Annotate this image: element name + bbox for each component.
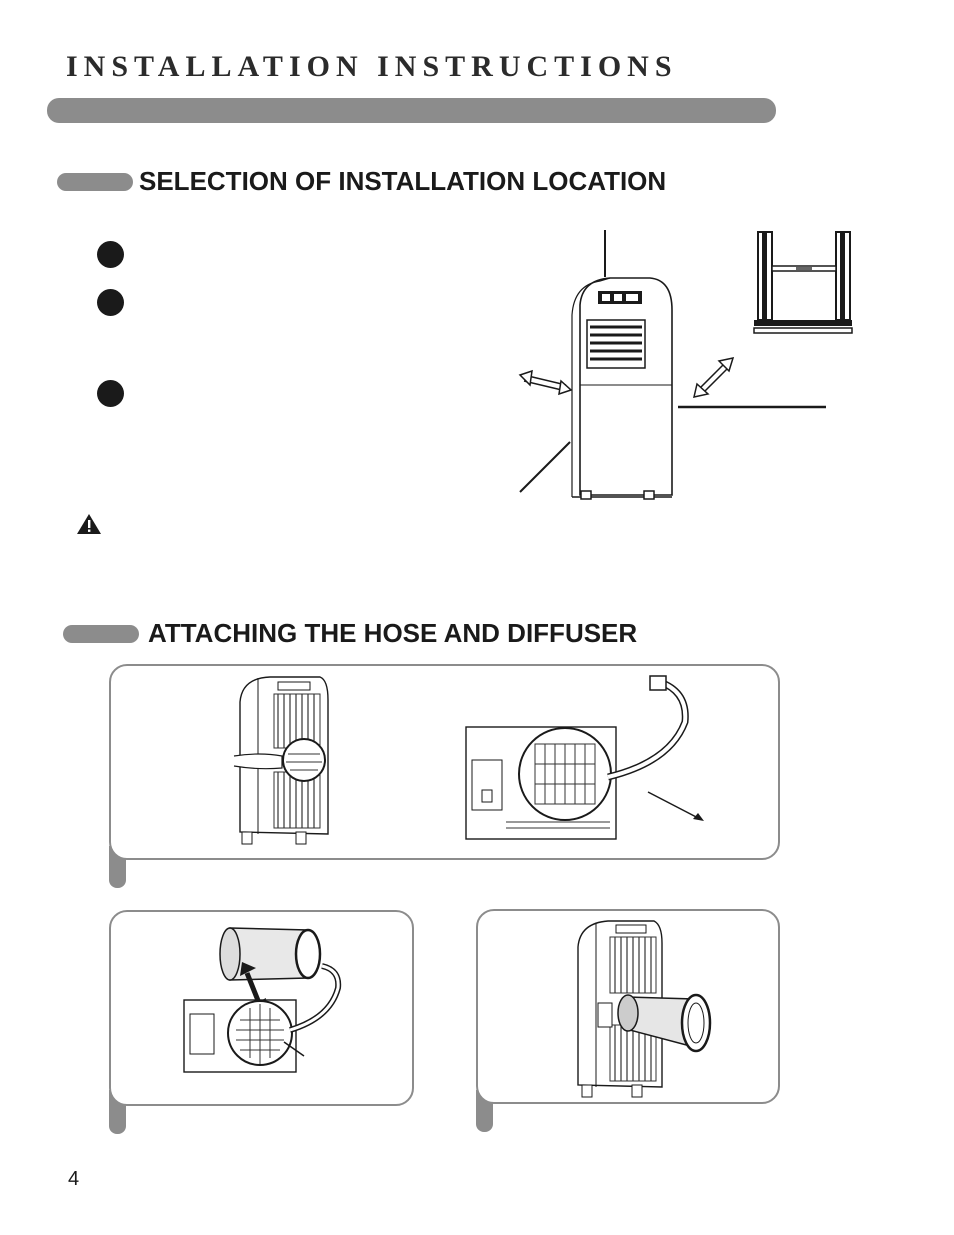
section-heading-hose: ATTACHING THE HOSE AND DIFFUSER bbox=[148, 618, 638, 648]
hose-adapter-illustration bbox=[233, 675, 704, 845]
ac-location-diagram bbox=[518, 230, 826, 500]
bullet-dot-icon bbox=[97, 380, 124, 407]
hose-insert-illustration bbox=[183, 927, 342, 1073]
window-diagram bbox=[753, 231, 853, 334]
section-pill bbox=[63, 625, 139, 643]
page-title: INSTALLATION INSTRUCTIONS bbox=[66, 50, 678, 83]
section-heading-location: SELECTION OF INSTALLATION LOCATION bbox=[139, 166, 667, 196]
page-number: 4 bbox=[68, 1168, 80, 1190]
section-pill bbox=[57, 173, 133, 191]
warning-triangle-icon bbox=[77, 514, 101, 534]
step-panel-1 bbox=[109, 664, 780, 860]
bullet-dot-icon bbox=[97, 241, 124, 268]
title-bar bbox=[47, 98, 776, 123]
hose-attached-illustration bbox=[577, 920, 712, 1098]
bullet-dot-icon bbox=[97, 289, 124, 316]
